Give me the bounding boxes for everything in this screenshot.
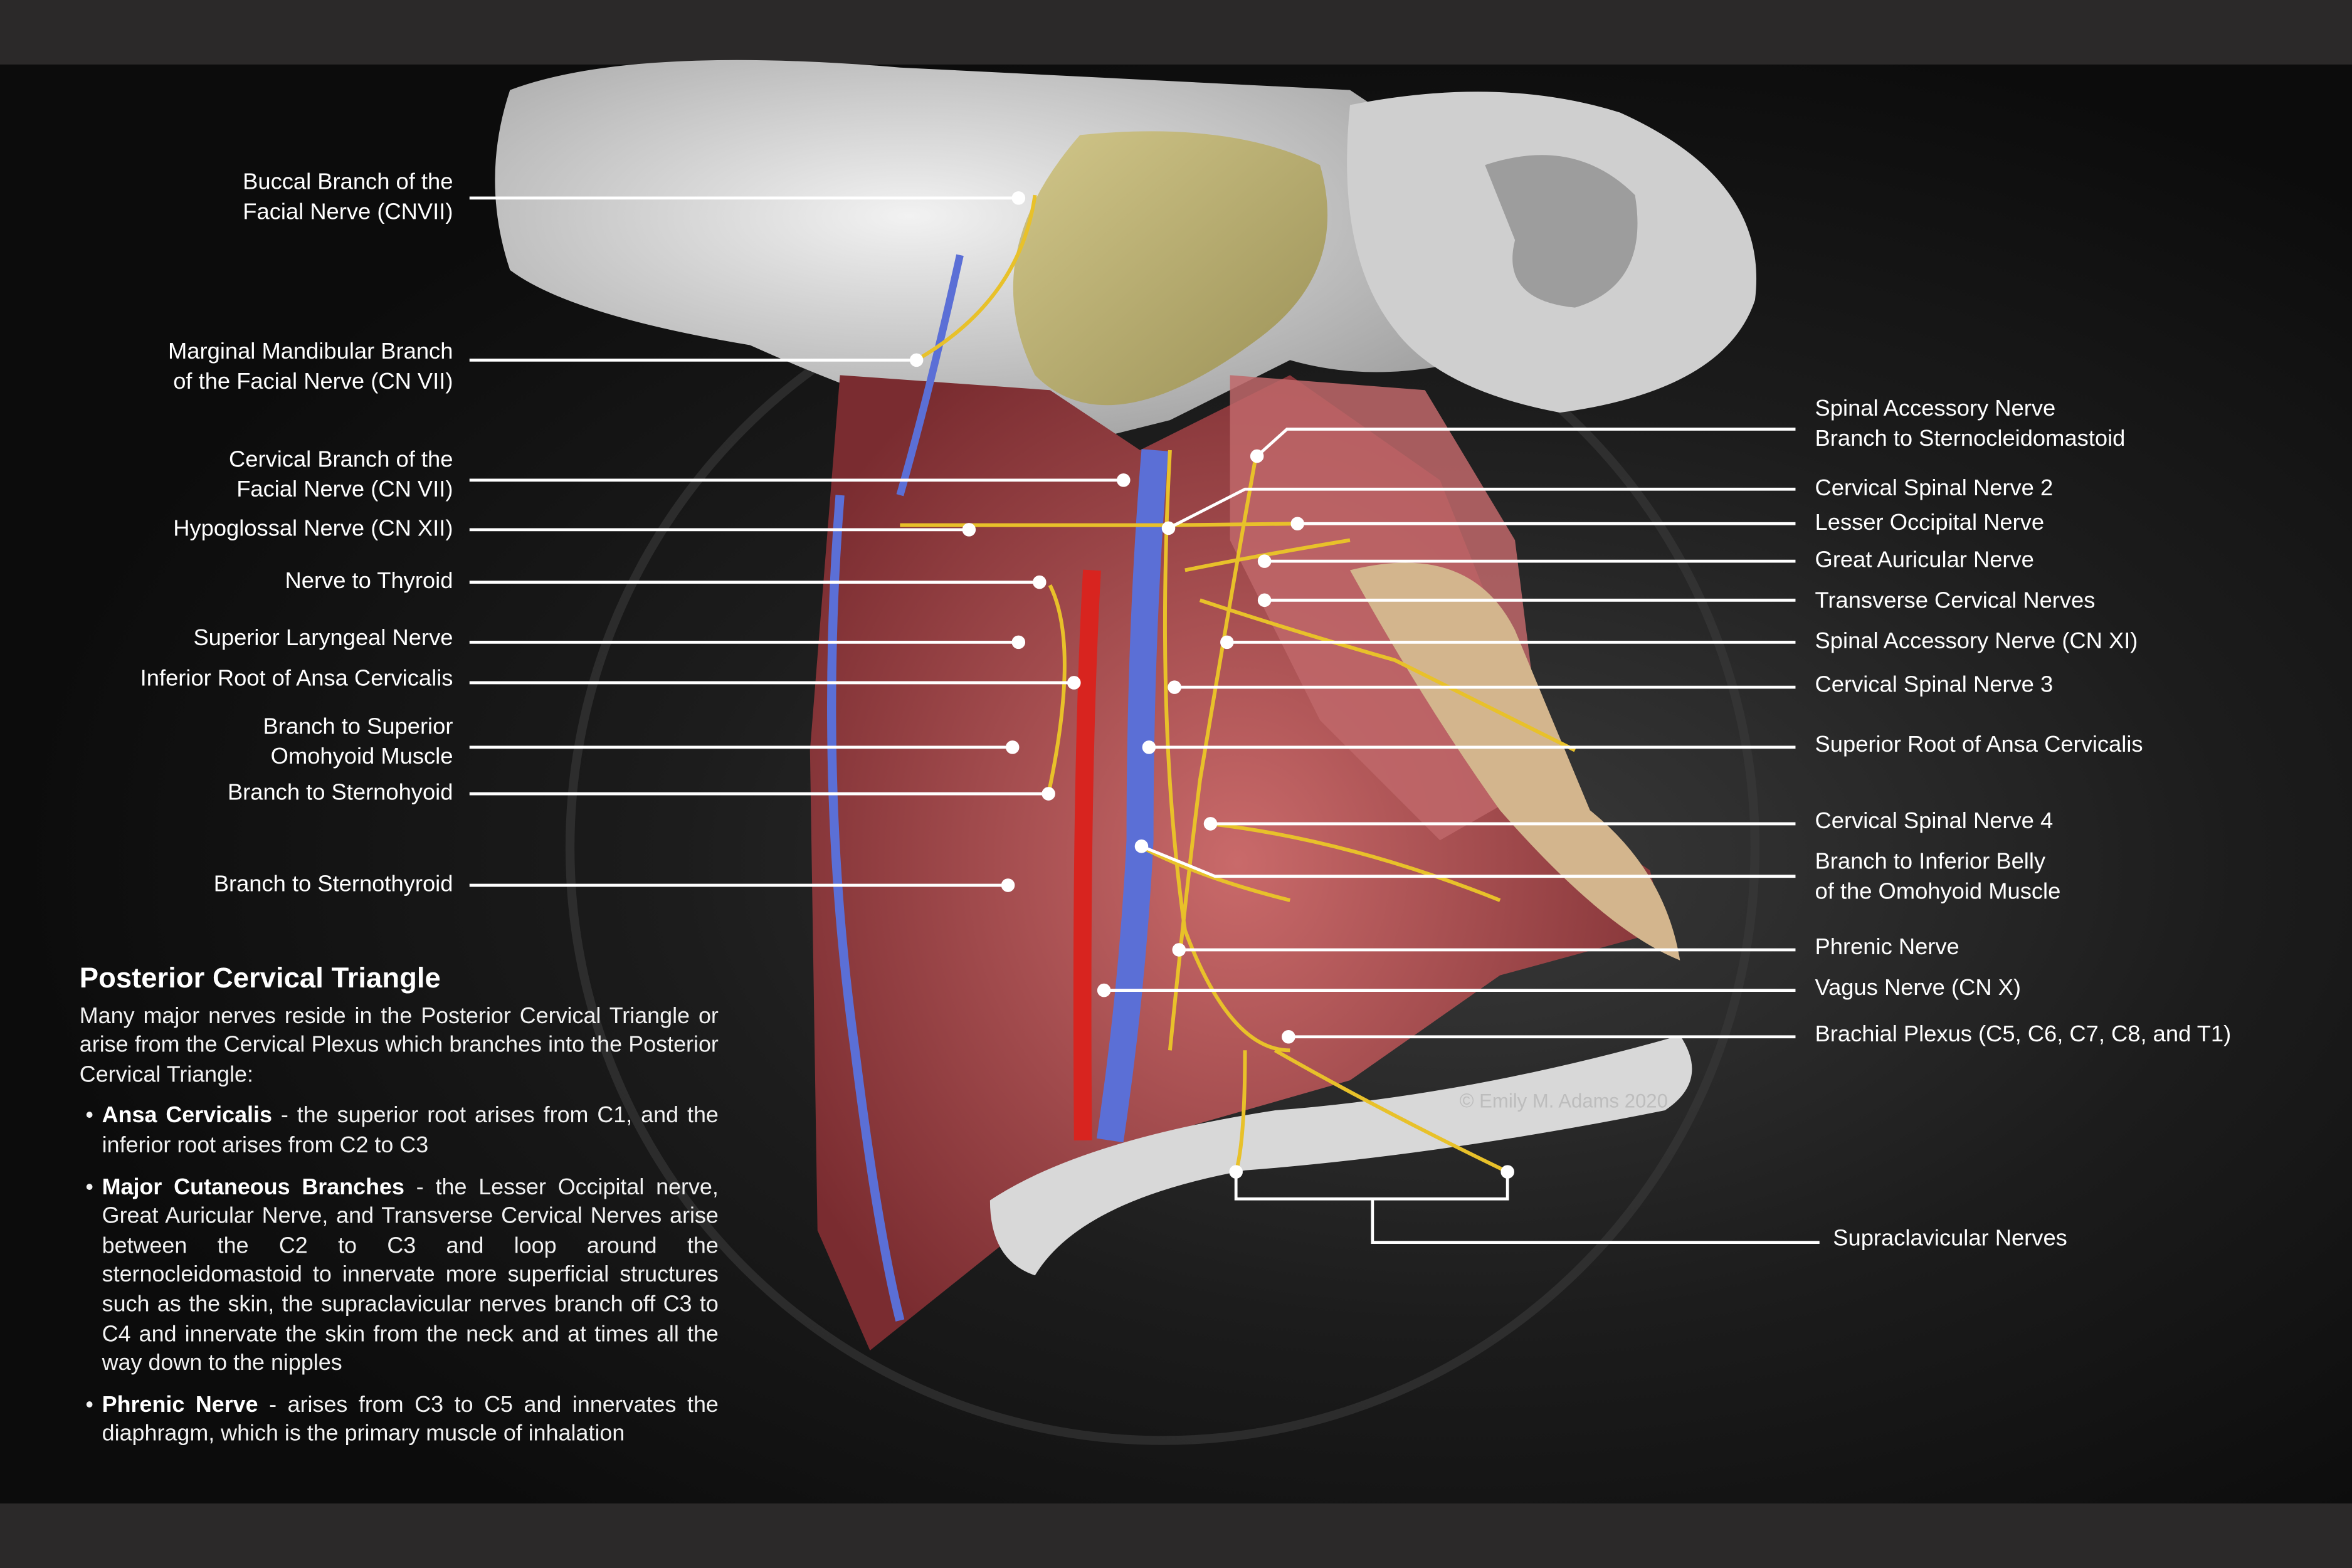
bullet-cutaneous-branches: Major Cutaneous Branches - the Lesser Oc…: [80, 1173, 719, 1379]
leader-lines: [469, 191, 1820, 1244]
label-line: Facial Nerve (CN VII): [236, 477, 453, 503]
description-panel: Posterior Cervical Triangle Many major n…: [80, 965, 719, 1461]
left-label: Nerve to Thyroid: [285, 567, 453, 597]
copyright-notice: © Emily M. Adams 2020: [1459, 1089, 1668, 1112]
right-label: Cervical Spinal Nerve 4: [1815, 808, 2054, 838]
bullet-ansa-cervicalis: Ansa Cervicalis - the superior root aris…: [80, 1102, 719, 1161]
label-line: Hypoglossal Nerve (CN XII): [173, 516, 453, 542]
bullet-term: Ansa Cervicalis: [102, 1103, 272, 1129]
description-bullets: Ansa Cervicalis - the superior root aris…: [80, 1102, 719, 1450]
anterior-jugular-vein: [827, 495, 905, 1322]
left-label: Marginal Mandibular Branch of the Facial …: [168, 337, 453, 397]
nerves: [900, 194, 1576, 1174]
right-label: Phrenic Nerve: [1815, 934, 1959, 964]
label-line: Inferior Root of Ansa Cervicalis: [140, 666, 453, 692]
right-label: Spinal Accessory Nerve (CN XI): [1815, 627, 2138, 657]
right-label: Vagus Nerve (CN X): [1815, 974, 2021, 1004]
right-label: Brachial Plexus (C5, C6, C7, C8, and T1): [1815, 1020, 2232, 1050]
label-line: Superior Laryngeal Nerve: [193, 626, 453, 651]
facial-vein: [896, 254, 964, 497]
label-line: of the Omohyoid Muscle: [1815, 879, 2061, 905]
description-intro: Many major nerves reside in the Posterio…: [79, 1003, 719, 1088]
left-label: Branch to Sternothyroid: [214, 870, 453, 900]
label-line: Branch to Superior: [263, 714, 453, 740]
ear-canal: [1485, 155, 1638, 308]
label-line: Vagus Nerve (CN X): [1815, 975, 2022, 1001]
right-label: Supraclavicular Nerves: [1833, 1224, 2067, 1255]
carotid-artery: [1073, 569, 1101, 1141]
clavicle: [989, 1035, 1692, 1276]
right-label: Cervical Spinal Nerve 3: [1815, 671, 2054, 701]
label-line: Great Auricular Nerve: [1815, 547, 2034, 574]
right-label: Cervical Spinal Nerve 2: [1815, 474, 2054, 504]
label-line: Cervical Spinal Nerve 2: [1815, 475, 2054, 502]
label-line: Cervical Spinal Nerve 4: [1815, 808, 2054, 834]
left-label: Branch to Sternohyoid: [228, 779, 453, 809]
bullet-term: Major Cutaneous Branches: [102, 1174, 404, 1200]
label-line: Brachial Plexus (C5, C6, C7, C8, and T1): [1815, 1021, 2232, 1048]
label-line: Spinal Accessory Nerve: [1815, 396, 2056, 422]
label-line: Spinal Accessory Nerve (CN XI): [1815, 628, 2138, 655]
description-title: Posterior Cervical Triangle: [79, 963, 441, 995]
internal-jugular-vein: [1096, 449, 1169, 1143]
bullet-term: Phrenic Nerve: [102, 1392, 258, 1418]
label-line: Branch to Sternocleidomastoid: [1815, 426, 2126, 452]
right-label: Great Auricular Nerve: [1815, 546, 2034, 576]
label-line: Buccal Branch of the: [243, 169, 453, 196]
label-line: Supraclavicular Nerves: [1833, 1226, 2067, 1252]
label-line: Facial Nerve (CNVII): [243, 199, 453, 225]
right-label: Transverse Cervical Nerves: [1815, 587, 2096, 617]
label-line: Cervical Branch of the: [228, 447, 453, 473]
bullet-text: - arises from C3 to C5 and innervates th…: [102, 1392, 719, 1447]
right-label: Superior Root of Ansa Cervicalis: [1815, 731, 2143, 761]
label-line: Omohyoid Muscle: [270, 744, 453, 770]
top-bar: [0, 0, 2352, 65]
label-line: Branch to Sternohyoid: [227, 780, 453, 806]
label-line: Superior Root of Ansa Cervicalis: [1815, 732, 2143, 758]
trapezius: [1349, 562, 1680, 960]
left-label: Superior Laryngeal Nerve: [193, 624, 453, 655]
label-line: Marginal Mandibular Branch: [168, 339, 453, 365]
bullet-phrenic-nerve: Phrenic Nerve - arises from C3 to C5 and…: [80, 1391, 719, 1450]
bullet-text: - the Lesser Occipital nerve, Great Auri…: [102, 1174, 719, 1376]
label-line: Branch to Inferior Belly: [1815, 849, 2046, 875]
left-label: Inferior Root of Ansa Cervicalis: [140, 665, 453, 695]
parotid-gland: [1013, 131, 1328, 406]
label-line: of the Facial Nerve (CN VII): [173, 369, 453, 395]
label-line: Transverse Cervical Nerves: [1815, 588, 2096, 614]
left-label: Hypoglossal Nerve (CN XII): [173, 515, 453, 545]
label-line: Branch to Sternothyroid: [213, 871, 453, 898]
bullet-text: - the superior root arises from C1, and …: [102, 1103, 719, 1159]
label-line: Nerve to Thyroid: [285, 569, 453, 594]
label-line: Cervical Spinal Nerve 3: [1815, 672, 2054, 698]
bottom-bar: [0, 1503, 2352, 1568]
right-label: Lesser Occipital Nerve: [1815, 508, 2044, 539]
label-line: Phrenic Nerve: [1815, 935, 1959, 960]
label-line: Lesser Occipital Nerve: [1815, 510, 2045, 536]
right-label: Branch to Inferior Belly of the Omohyoid …: [1815, 848, 2061, 908]
